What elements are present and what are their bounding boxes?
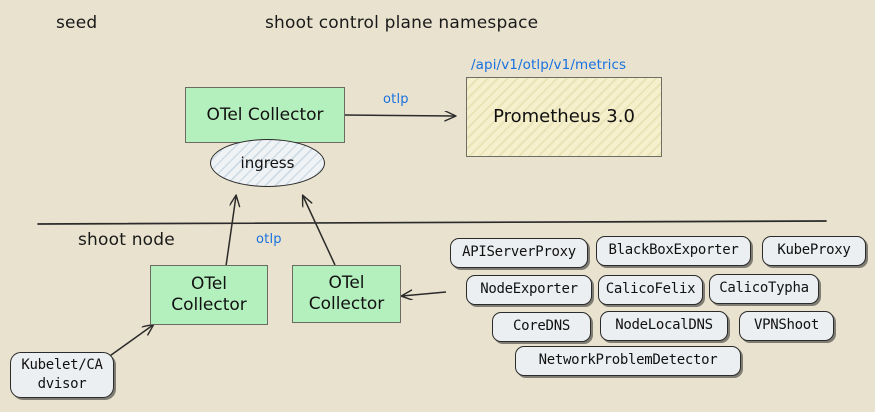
node-ingress[interactable]: ingress [210, 139, 325, 187]
edge-label-otlp-node: otlp [256, 232, 282, 247]
scrape-target-node-exporter[interactable]: NodeExporter [466, 275, 592, 305]
node-prometheus[interactable]: Prometheus 3.0 [466, 77, 662, 157]
scrape-target-network-problem-detector[interactable]: NetworkProblemDetector [515, 346, 741, 376]
scrape-target-kube-proxy[interactable]: KubeProxy [762, 236, 866, 266]
zone-divider [37, 220, 827, 225]
edge-left-collector-to-ingress [225, 196, 236, 267]
scrape-target-core-dns[interactable]: CoreDNS [492, 312, 591, 342]
edge-right-collector-to-ingress [303, 196, 336, 266]
node-otel-collector-right[interactable]: OTel Collector [292, 265, 401, 323]
scrape-target-black-box-exporter[interactable]: BlackBoxExporter [596, 236, 751, 266]
prometheus-endpoint-label: /api/v1/otlp/v1/metrics [471, 57, 627, 73]
scrape-target-calico-felix[interactable]: CalicoFelix [598, 275, 703, 305]
node-ingress-label: ingress [240, 154, 295, 172]
scrape-target-calico-typha[interactable]: CalicoTypha [709, 274, 819, 304]
section-label-shoot-node: shoot node [78, 230, 175, 250]
section-label-seed: seed [56, 13, 98, 33]
edge-targets-to-right-collector [402, 292, 447, 296]
scrape-target-node-local-dns[interactable]: NodeLocalDNS [600, 311, 728, 341]
node-kubelet-cadvisor[interactable]: Kubelet/CA dvisor [10, 352, 114, 398]
node-otel-collector-seed[interactable]: OTel Collector [185, 87, 345, 143]
edge-label-otlp-seed: otlp [383, 92, 409, 107]
scrape-target-vpnshoot[interactable]: VPNShoot [739, 311, 834, 341]
section-label-shoot-control-plane: shoot control plane namespace [265, 13, 539, 33]
node-otel-collector-left[interactable]: OTel Collector [150, 265, 268, 325]
scrape-target-apiserver-proxy[interactable]: APIServerProxy [450, 238, 588, 268]
edge-collector-to-prometheus [344, 115, 455, 116]
